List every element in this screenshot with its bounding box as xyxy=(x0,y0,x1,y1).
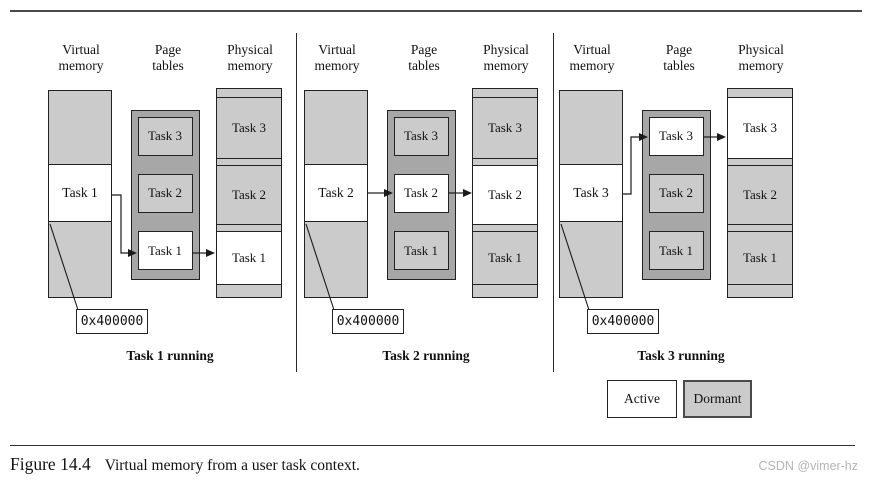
memory-gap-strip xyxy=(217,224,281,232)
legend-active-swatch: Active xyxy=(607,380,677,418)
header-line: memory xyxy=(569,58,615,73)
physical-block-task2-active: Task 2 xyxy=(473,166,537,224)
page-tables-header: Page tables xyxy=(634,42,724,74)
physical-block-task1: Task 1 xyxy=(473,232,537,284)
physical-memory-header: Physical memory xyxy=(716,42,806,74)
base-address-label: 0x400000 xyxy=(332,309,404,334)
page-tables-container: Task 3 Task 2 Task 1 xyxy=(131,110,200,280)
header-line: Page xyxy=(154,42,182,57)
caption-rule xyxy=(10,445,855,446)
header-line: memory xyxy=(738,58,784,73)
page-tables-header: Page tables xyxy=(379,42,469,74)
header-line: Virtual xyxy=(573,42,611,57)
header-line: Physical xyxy=(227,42,273,57)
virtual-memory-unused-top xyxy=(49,91,111,165)
virtual-memory-header: Virtual memory xyxy=(547,42,637,74)
memory-gap-strip xyxy=(473,158,537,166)
memory-gap-strip xyxy=(217,284,281,292)
physical-memory-column: Task 3 Task 2 Task 1 xyxy=(727,88,793,298)
memory-gap-strip xyxy=(473,224,537,232)
legend-dormant-swatch: Dormant xyxy=(683,380,752,418)
virtual-memory-active-task: Task 3 xyxy=(560,165,622,222)
top-rule xyxy=(10,10,862,12)
physical-block-task2: Task 2 xyxy=(728,166,792,224)
header-line: tables xyxy=(152,58,184,73)
virtual-memory-column: Task 1 xyxy=(48,90,112,298)
virtual-memory-unused-top xyxy=(560,91,622,165)
physical-memory-column: Task 3 Task 2 Task 1 xyxy=(216,88,282,298)
panel-divider-2 xyxy=(553,33,554,372)
panel-task1-running: Virtual memory Page tables Physical memo… xyxy=(0,0,282,430)
virtual-memory-active-task: Task 1 xyxy=(49,165,111,222)
header-line: Virtual xyxy=(62,42,100,57)
running-task-caption: Task 1 running xyxy=(126,348,214,363)
virtual-memory-column: Task 3 xyxy=(559,90,623,298)
physical-block-task3-active: Task 3 xyxy=(728,98,792,158)
page-table-task2: Task 2 xyxy=(137,173,193,213)
memory-gap-strip xyxy=(728,224,792,232)
header-line: Virtual xyxy=(318,42,356,57)
base-address-label: 0x400000 xyxy=(76,309,148,334)
page-table-task1: Task 1 xyxy=(393,231,449,270)
memory-gap-strip xyxy=(217,158,281,166)
panel-task3-running: Virtual memory Page tables Physical memo… xyxy=(511,0,793,430)
page-table-task3-active: Task 3 xyxy=(648,116,704,156)
running-task-caption: Task 2 running xyxy=(382,348,470,363)
virtual-memory-column: Task 2 xyxy=(304,90,368,298)
page-tables-container: Task 3 Task 2 Task 1 xyxy=(387,110,456,280)
header-line: Physical xyxy=(738,42,784,57)
header-line: tables xyxy=(408,58,440,73)
memory-gap-strip xyxy=(217,89,281,98)
header-line: Page xyxy=(665,42,693,57)
header-line: memory xyxy=(483,58,529,73)
virtual-memory-unused-bottom xyxy=(305,223,367,297)
memory-gap-strip xyxy=(728,89,792,98)
virtual-memory-active-task: Task 2 xyxy=(305,165,367,222)
virtual-memory-unused-bottom xyxy=(560,223,622,297)
virtual-memory-unused-top xyxy=(305,91,367,165)
page-table-task2: Task 2 xyxy=(648,173,704,213)
page-tables-container: Task 3 Task 2 Task 1 xyxy=(642,110,711,280)
header-line: Physical xyxy=(483,42,529,57)
page-table-task1: Task 1 xyxy=(648,231,704,270)
header-line: memory xyxy=(58,58,104,73)
virtual-memory-header: Virtual memory xyxy=(36,42,126,74)
base-address-label: 0x400000 xyxy=(587,309,659,334)
header-line: tables xyxy=(663,58,695,73)
memory-gap-strip xyxy=(728,158,792,166)
figure-caption: Figure 14.4 Virtual memory from a user t… xyxy=(10,454,360,475)
header-line: memory xyxy=(227,58,273,73)
page-table-task3: Task 3 xyxy=(393,116,449,156)
header-line: Page xyxy=(410,42,438,57)
figure-number: Figure 14.4 xyxy=(10,454,91,474)
page-table-task3: Task 3 xyxy=(137,116,193,156)
header-line: memory xyxy=(314,58,360,73)
panel-task2-running: Virtual memory Page tables Physical memo… xyxy=(256,0,538,430)
physical-block-task3: Task 3 xyxy=(217,98,281,158)
physical-block-task1: Task 1 xyxy=(728,232,792,284)
csdn-watermark: CSDN @vimer-hz xyxy=(758,459,859,473)
physical-memory-header: Physical memory xyxy=(461,42,551,74)
memory-gap-strip xyxy=(728,284,792,292)
virtual-memory-unused-bottom xyxy=(49,223,111,297)
page-table-task2-active: Task 2 xyxy=(393,173,449,213)
physical-block-task3: Task 3 xyxy=(473,98,537,158)
memory-gap-strip xyxy=(473,89,537,98)
memory-gap-strip xyxy=(473,284,537,292)
physical-block-task2: Task 2 xyxy=(217,166,281,224)
panel-divider-1 xyxy=(296,33,297,372)
physical-memory-column: Task 3 Task 2 Task 1 xyxy=(472,88,538,298)
physical-block-task1-active: Task 1 xyxy=(217,232,281,284)
physical-memory-header: Physical memory xyxy=(205,42,295,74)
page-tables-header: Page tables xyxy=(123,42,213,74)
figure-caption-text: Virtual memory from a user task context. xyxy=(104,457,360,474)
running-task-caption: Task 3 running xyxy=(637,348,725,363)
virtual-memory-header: Virtual memory xyxy=(292,42,382,74)
page-table-task1-active: Task 1 xyxy=(137,231,193,270)
